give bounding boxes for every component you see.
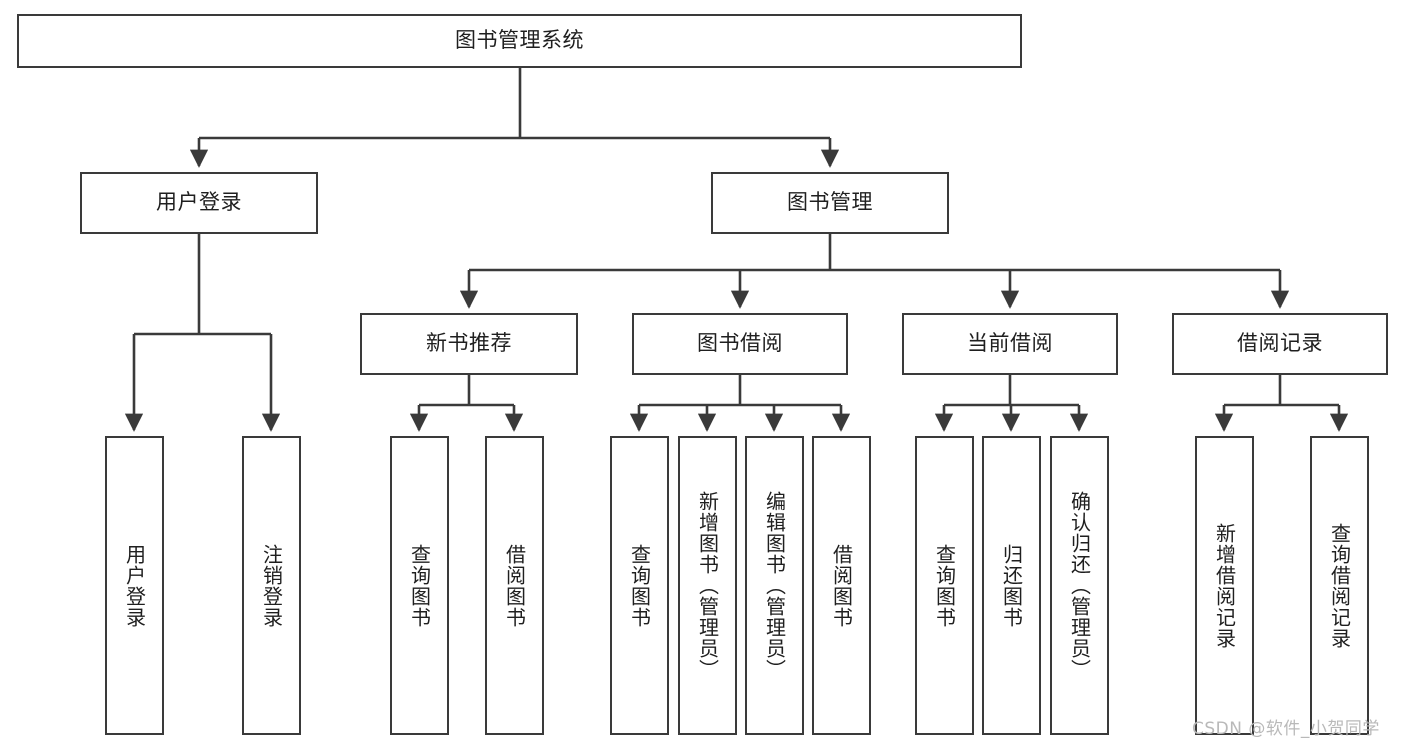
leaf-new-book-borrow[interactable]: 借阅图书 [485, 436, 544, 735]
leaf-new-book-query[interactable]: 查询图书 [390, 436, 449, 735]
leaf-current-query-book-label: 查询图书 [932, 543, 957, 628]
leaf-borrow-borrow-book[interactable]: 借阅图书 [812, 436, 871, 735]
node-user-login[interactable]: 用户登录 [80, 172, 318, 234]
node-book-management[interactable]: 图书管理 [711, 172, 949, 234]
node-book-borrow[interactable]: 图书借阅 [632, 313, 848, 375]
node-current-borrow-label: 当前借阅 [967, 331, 1053, 356]
node-root[interactable]: 图书管理系统 [17, 14, 1022, 68]
leaf-current-confirm-return[interactable]: 确认归还（管理员） [1050, 436, 1109, 735]
node-book-borrow-label: 图书借阅 [697, 331, 783, 356]
leaf-current-return-book[interactable]: 归还图书 [982, 436, 1041, 735]
leaf-user-login-signout-label: 注销登录 [259, 543, 284, 628]
node-user-login-label: 用户登录 [156, 190, 242, 215]
leaf-borrow-edit-book-label: 编辑图书（管理员） [762, 491, 787, 680]
node-borrow-records-label: 借阅记录 [1237, 331, 1323, 356]
leaf-new-book-borrow-label: 借阅图书 [502, 543, 527, 628]
leaf-borrow-edit-book[interactable]: 编辑图书（管理员） [745, 436, 804, 735]
leaf-user-login-signout[interactable]: 注销登录 [242, 436, 301, 735]
leaf-records-query-record[interactable]: 查询借阅记录 [1310, 436, 1369, 735]
csdn-watermark: CSDN @软件_小贺同学 [1192, 719, 1380, 739]
node-book-management-label: 图书管理 [787, 190, 873, 215]
node-new-book-recommend-label: 新书推荐 [426, 331, 512, 356]
node-root-label: 图书管理系统 [455, 28, 584, 53]
leaf-user-login-signin-label: 用户登录 [122, 543, 147, 628]
leaf-borrow-add-book[interactable]: 新增图书（管理员） [678, 436, 737, 735]
leaf-user-login-signin[interactable]: 用户登录 [105, 436, 164, 735]
leaf-new-book-query-label: 查询图书 [407, 543, 432, 628]
leaf-records-query-record-label: 查询借阅记录 [1327, 522, 1352, 649]
leaf-borrow-query-book-label: 查询图书 [627, 543, 652, 628]
leaf-borrow-query-book[interactable]: 查询图书 [610, 436, 669, 735]
leaf-current-confirm-return-label: 确认归还（管理员） [1067, 491, 1092, 680]
node-new-book-recommend[interactable]: 新书推荐 [360, 313, 578, 375]
leaf-borrow-borrow-book-label: 借阅图书 [829, 543, 854, 628]
node-current-borrow[interactable]: 当前借阅 [902, 313, 1118, 375]
leaf-records-add-record-label: 新增借阅记录 [1212, 522, 1237, 649]
leaf-current-return-book-label: 归还图书 [999, 543, 1024, 628]
node-borrow-records[interactable]: 借阅记录 [1172, 313, 1388, 375]
leaf-current-query-book[interactable]: 查询图书 [915, 436, 974, 735]
leaf-records-add-record[interactable]: 新增借阅记录 [1195, 436, 1254, 735]
leaf-borrow-add-book-label: 新增图书（管理员） [695, 491, 720, 680]
